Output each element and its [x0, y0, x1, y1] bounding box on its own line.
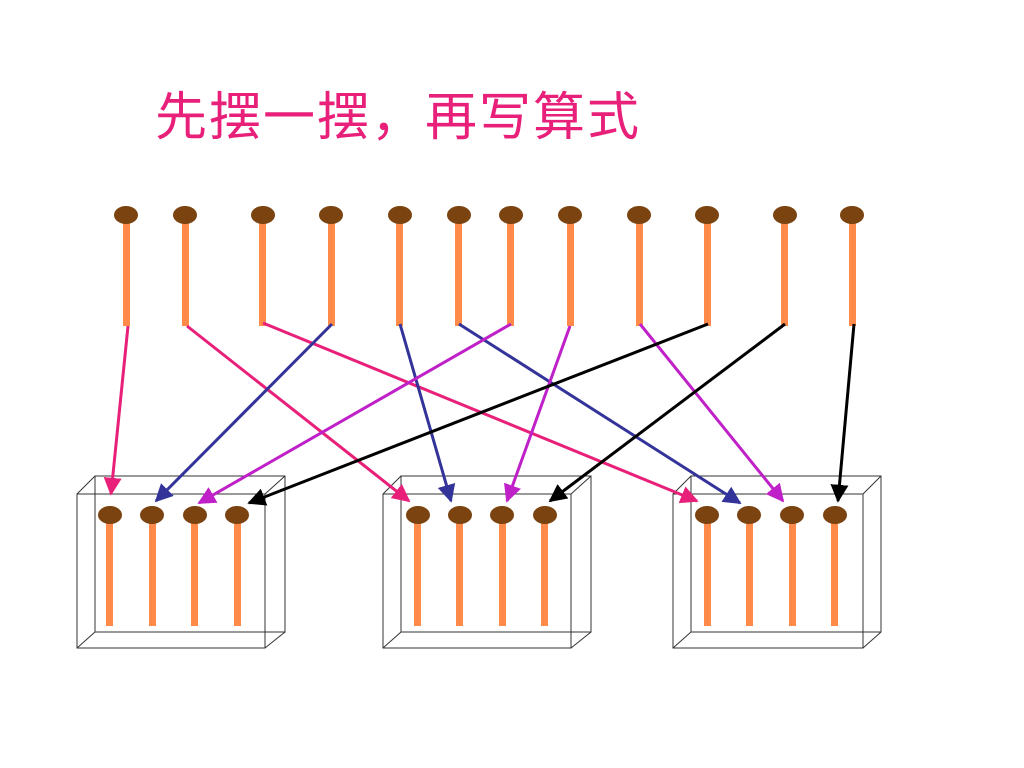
match-top-4 — [319, 206, 343, 326]
match-top-7 — [499, 206, 523, 326]
arrow-2 — [186, 324, 411, 503]
box-3-matches — [695, 506, 847, 626]
arrow-1 — [103, 325, 130, 496]
match-top-1 — [114, 206, 138, 326]
match-top-9 — [627, 206, 651, 326]
match-top-10 — [695, 206, 719, 326]
arrow-5 — [398, 323, 456, 503]
arrow-6 — [458, 322, 742, 505]
match-top-3 — [251, 206, 275, 326]
match-box1-4 — [225, 506, 249, 626]
match-box1-1 — [98, 506, 122, 626]
match-top-11 — [773, 206, 797, 326]
match-top-5 — [388, 206, 412, 326]
match-top-12 — [840, 206, 864, 326]
arrow-10 — [247, 322, 709, 506]
match-box2-4 — [533, 506, 557, 626]
source-matches — [114, 206, 864, 326]
match-top-2 — [173, 206, 197, 326]
arrow-8 — [504, 325, 572, 503]
arrow-9 — [638, 323, 785, 503]
box-2-matches — [406, 506, 557, 626]
match-box2-1 — [406, 506, 430, 626]
match-box3-4 — [823, 506, 847, 626]
match-box2-2 — [448, 506, 472, 626]
match-top-8 — [558, 206, 582, 326]
box-3 — [672, 475, 882, 649]
arrow-7 — [197, 322, 512, 505]
arrow-4 — [154, 322, 334, 503]
match-box1-3 — [183, 506, 207, 626]
arrows — [103, 321, 856, 506]
match-box1-2 — [140, 506, 164, 626]
match-box3-3 — [780, 506, 804, 626]
arrow-12 — [830, 323, 856, 503]
match-box3-2 — [737, 506, 761, 626]
match-box3-1 — [695, 506, 719, 626]
match-box2-3 — [490, 506, 514, 626]
arrow-11 — [548, 322, 786, 503]
slide-title: 先摆一摆，再写算式 — [155, 88, 642, 148]
match-top-6 — [447, 206, 471, 326]
box-1-matches — [98, 506, 249, 626]
